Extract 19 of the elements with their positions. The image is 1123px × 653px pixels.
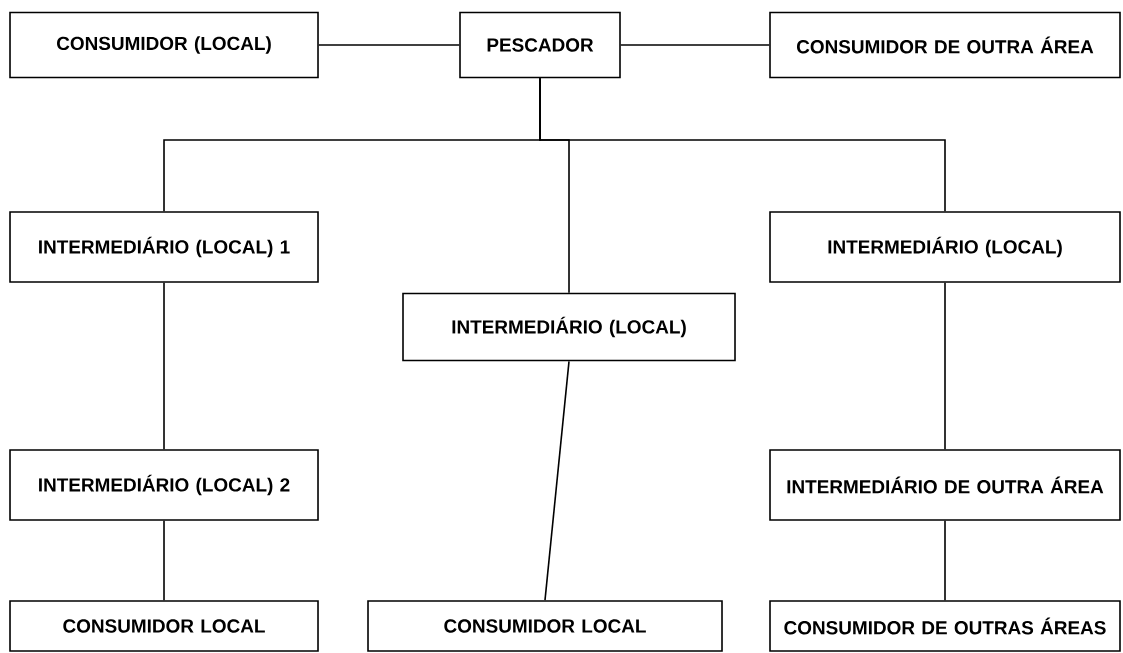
connector-line [944, 282, 946, 450]
process-box: CONSUMIDOR LOCAL [367, 600, 723, 652]
process-box: PESCADOR [459, 11, 621, 79]
process-box: CONSUMIDOR LOCAL [9, 600, 319, 652]
connector-line [163, 282, 165, 450]
process-box: CONSUMIDOR DE OUTRAS ÁREAS [769, 600, 1121, 652]
connector-line [318, 44, 460, 46]
process-box: INTERMEDIÁRIO (LOCAL) 1 [9, 211, 319, 283]
connector-line [544, 360, 570, 601]
process-box: INTERMEDIÁRIO (LOCAL) 2 [9, 449, 319, 521]
connector-line [163, 520, 165, 601]
process-box: CONSUMIDOR (LOCAL) [9, 11, 319, 79]
process-box: INTERMEDIÁRIO (LOCAL) [769, 211, 1121, 283]
connector-line [620, 44, 770, 46]
process-box: INTERMEDIÁRIO DE OUTRA ÁREA [769, 449, 1121, 521]
connector-line [944, 520, 946, 601]
process-box: CONSUMIDOR DE OUTRA ÁREA [769, 11, 1121, 79]
connector-line [539, 77, 946, 212]
process-box: INTERMEDIÁRIO (LOCAL) [402, 292, 736, 362]
